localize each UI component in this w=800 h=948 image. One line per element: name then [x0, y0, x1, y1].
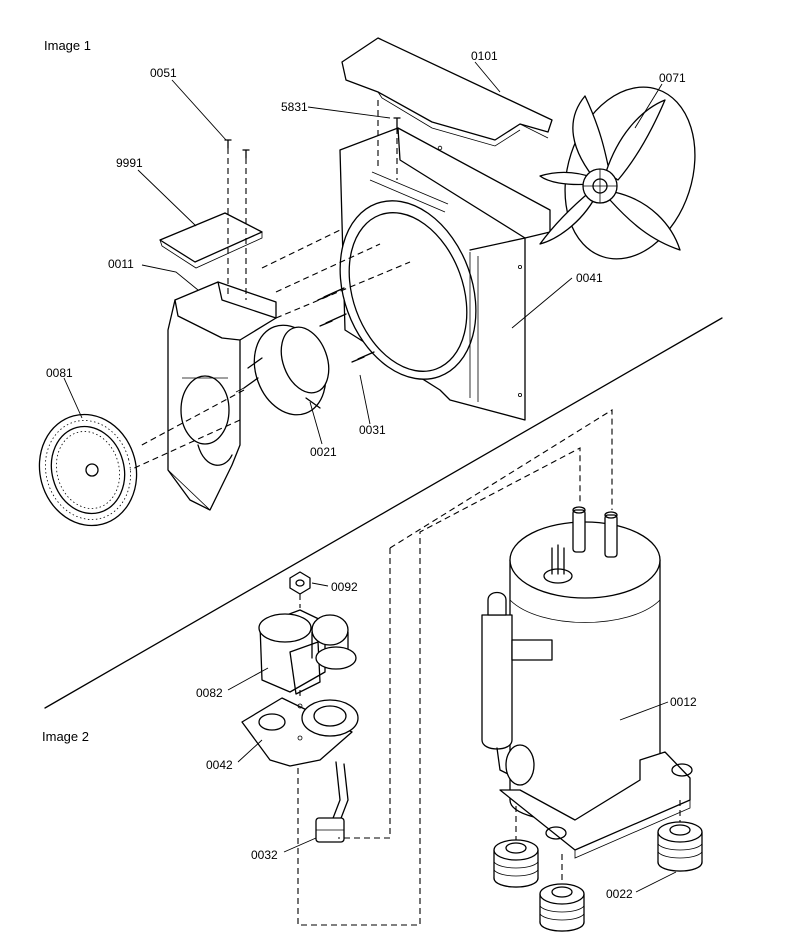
fan-shroud-part	[339, 127, 551, 421]
part-label-5831: 5831	[281, 100, 308, 114]
part-label-0022: 0022	[606, 887, 633, 901]
part-label-9991: 9991	[116, 156, 143, 170]
sensor-part	[315, 761, 349, 843]
part-labels: 0051 9991 0011 0081 5831 0101 0071 0041 …	[46, 49, 697, 901]
top-cover-part	[341, 37, 553, 147]
leader-lines	[63, 61, 677, 893]
motor-mount-part	[167, 281, 277, 511]
part-label-0071: 0071	[659, 71, 686, 85]
grommet-parts	[493, 821, 703, 932]
part-label-0051: 0051	[150, 66, 177, 80]
part-label-0021: 0021	[310, 445, 337, 459]
part-label-0081: 0081	[46, 366, 73, 380]
part-label-0011: 0011	[108, 257, 134, 271]
fan-motor-part	[235, 324, 330, 416]
part-label-0032: 0032	[251, 848, 278, 862]
part-label-0092: 0092	[331, 580, 358, 594]
part-label-0031: 0031	[359, 423, 386, 437]
overload-protector-part	[258, 609, 357, 695]
terminal-cover-part	[241, 697, 359, 767]
assembly-lines-image-1	[129, 100, 411, 471]
assembly-lines-image-2	[297, 409, 681, 926]
blower-wheel-part	[38, 413, 138, 527]
section-divider	[44, 317, 723, 709]
compressor-part	[481, 506, 693, 859]
part-label-0101: 0101	[471, 49, 498, 63]
part-label-0041: 0041	[576, 271, 603, 285]
nut-part	[289, 571, 311, 595]
part-label-0012: 0012	[670, 695, 697, 709]
part-label-0082: 0082	[196, 686, 223, 700]
bracket-part	[159, 212, 263, 269]
section-title-image-1: Image 1	[44, 38, 91, 53]
fan-blade-part	[539, 86, 696, 260]
section-title-image-2: Image 2	[42, 729, 89, 744]
part-label-0042: 0042	[206, 758, 233, 772]
